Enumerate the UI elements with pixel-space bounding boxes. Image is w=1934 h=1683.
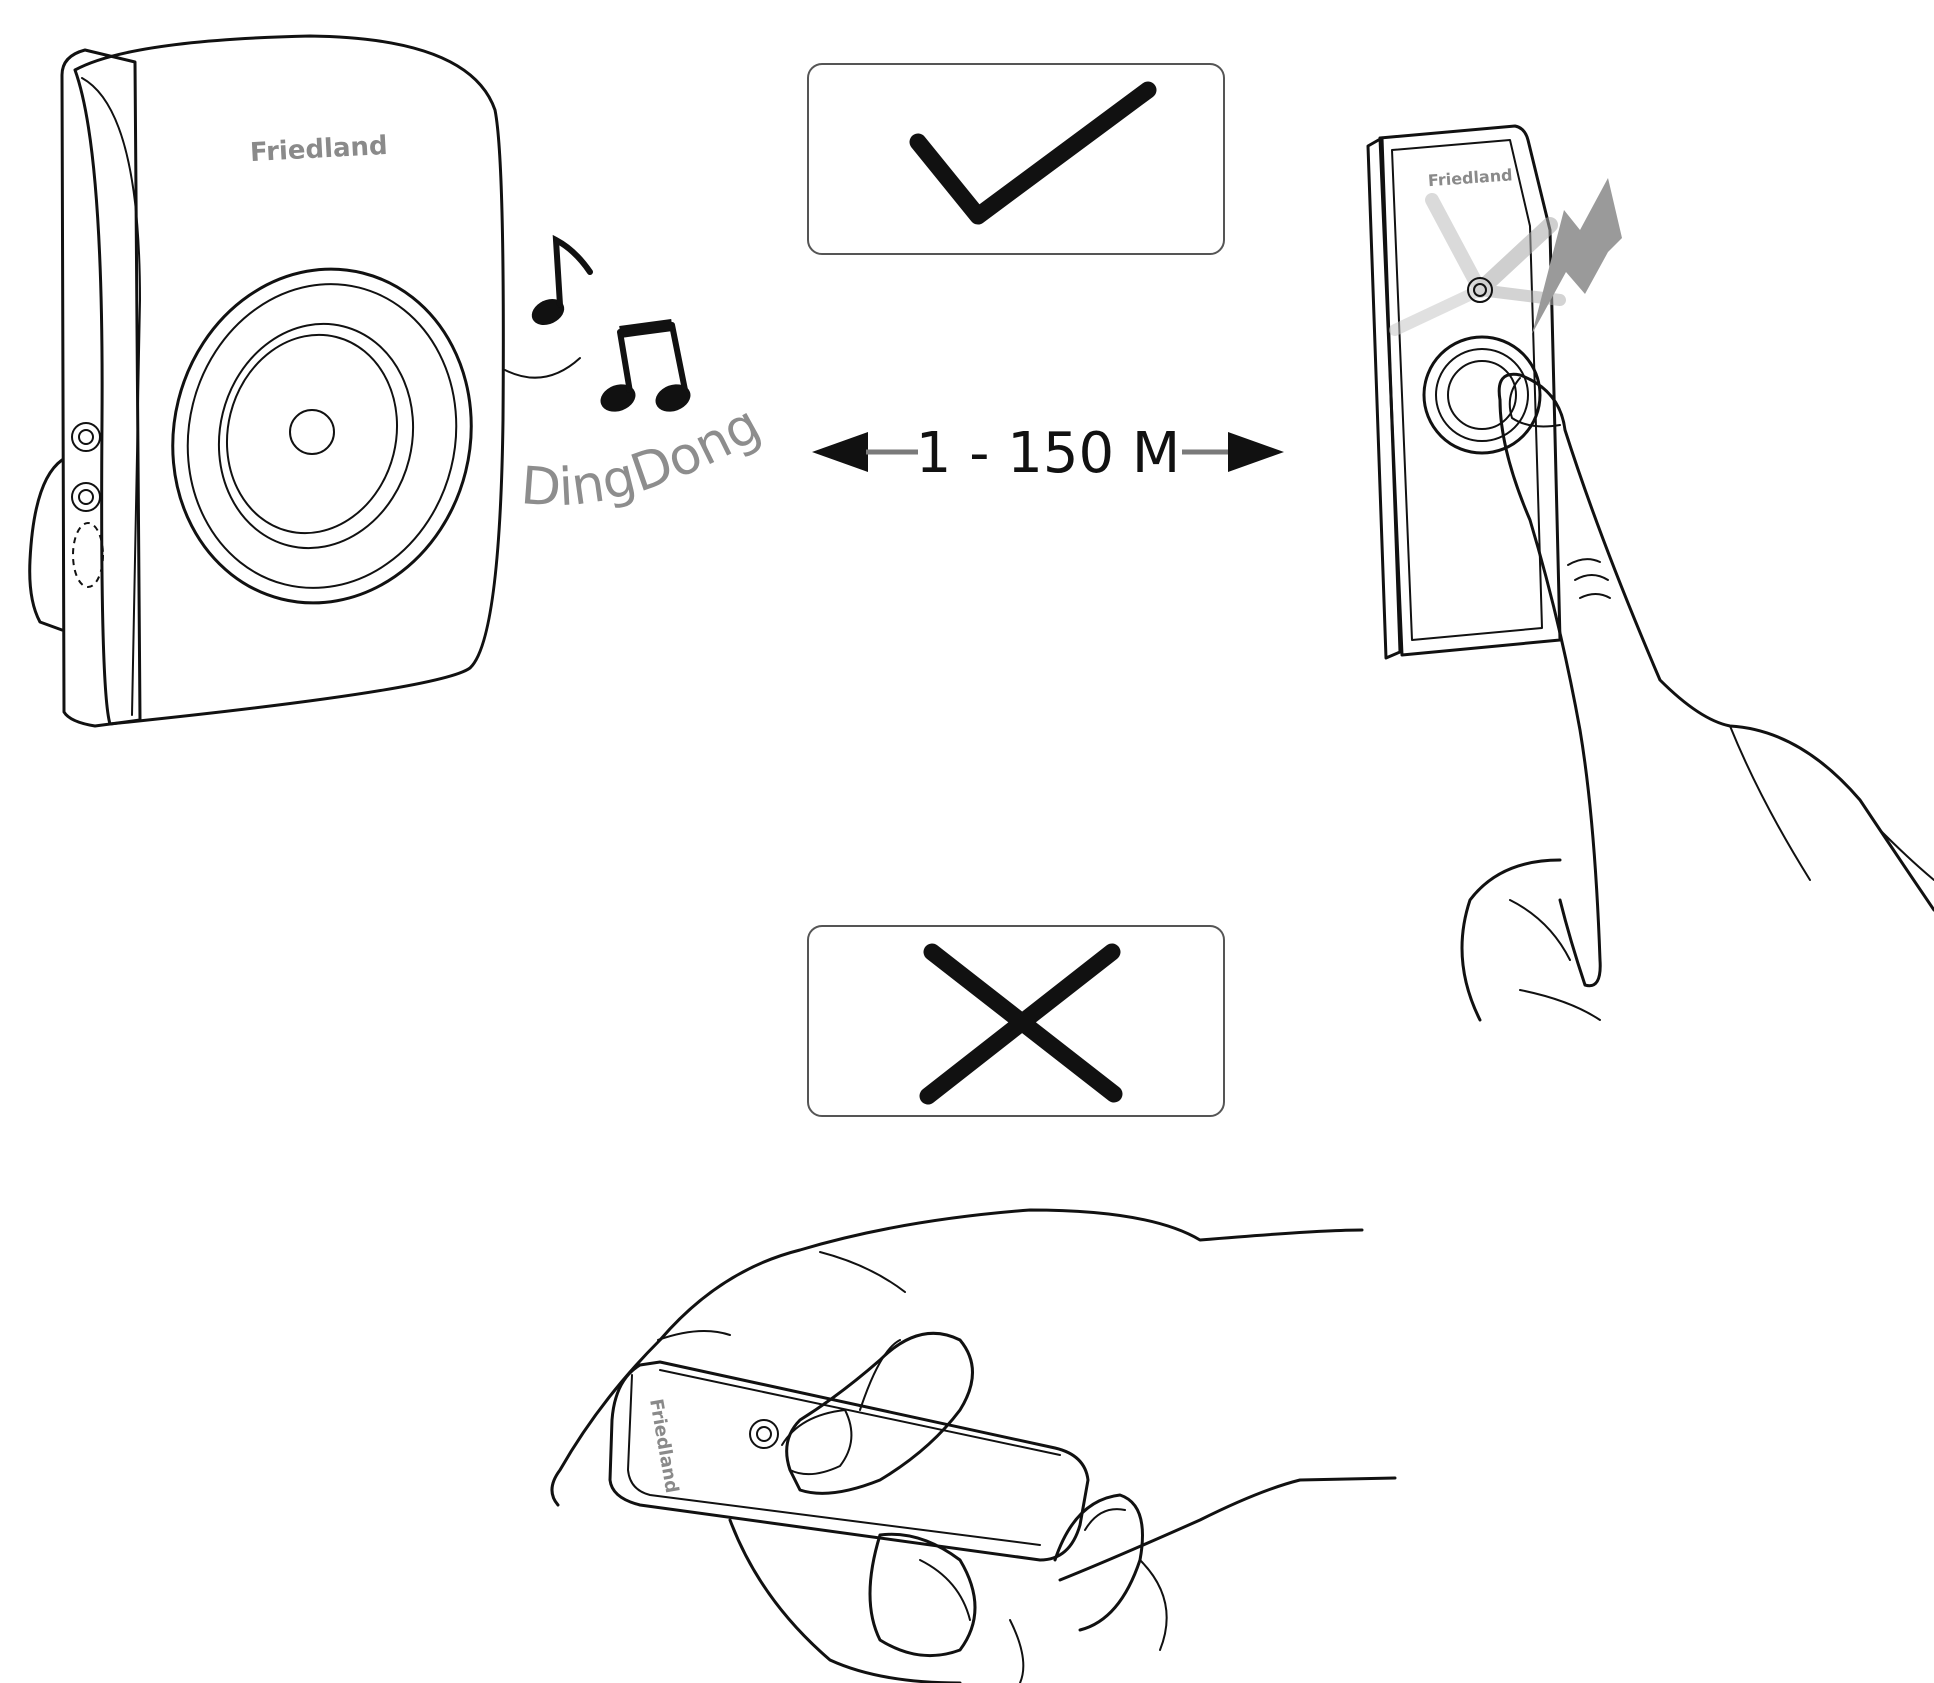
incorrect-indicator-box bbox=[808, 926, 1224, 1116]
hand-with-remote: Friedland bbox=[552, 1210, 1395, 1683]
arrow-right-icon bbox=[1228, 432, 1284, 472]
flash-icon bbox=[1395, 200, 1560, 330]
ding-dong-sound-text: DingDong bbox=[519, 394, 771, 519]
remote-brand-label: Friedland bbox=[645, 1397, 682, 1495]
chime-unit: Friedland bbox=[30, 36, 580, 726]
chime-brand-label: Friedland bbox=[249, 131, 388, 168]
range-label: 1 - 150 M bbox=[916, 421, 1180, 486]
bell-push-brand-label: Friedland bbox=[1427, 165, 1513, 190]
press-arrow-icon bbox=[1532, 178, 1622, 334]
music-notes-beamed-icon bbox=[597, 325, 695, 416]
pressing-hand bbox=[1462, 374, 1934, 1020]
range-indicator: 1 - 150 M bbox=[812, 421, 1284, 486]
arrow-left-icon bbox=[812, 432, 868, 472]
bell-push-unit: Friedland bbox=[1368, 126, 1622, 658]
music-note-icon bbox=[528, 240, 590, 330]
dong-word: Dong bbox=[623, 394, 770, 504]
correct-indicator-box bbox=[808, 64, 1224, 254]
ding-word: Ding bbox=[519, 446, 642, 518]
